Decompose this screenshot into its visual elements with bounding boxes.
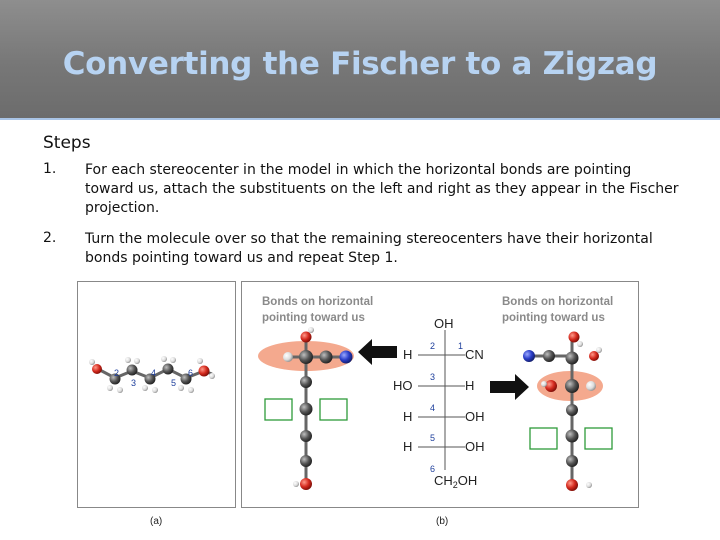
hydrogen-atom (197, 358, 203, 364)
hydrogen-atom (178, 385, 184, 391)
oxygen-atom (300, 331, 312, 343)
fischer-number: 5 (430, 433, 435, 443)
carbon-atom (300, 376, 312, 388)
zigzag-number: 3 (131, 378, 136, 388)
oxygen-atom (568, 331, 580, 343)
fischer-number: 3 (430, 372, 435, 382)
arrow-right-icon (490, 374, 529, 400)
fischer-right: OH (465, 409, 485, 424)
panel-b-label: (b) (436, 516, 448, 527)
empty-substituent-box (584, 427, 613, 450)
zigzag-number: 6 (188, 368, 193, 378)
zigzag-number: 2 (114, 368, 119, 378)
carbon-atom (565, 351, 579, 365)
hydrogen-atom (117, 387, 123, 393)
carbon-atom (543, 350, 555, 362)
fischer-left: HO (393, 378, 413, 393)
hydrogen-atom (577, 341, 583, 347)
carbon-atom (126, 364, 138, 376)
left-vertical-model (258, 327, 354, 490)
hydrogen-atom (134, 358, 140, 364)
hydrogen-atom (283, 352, 293, 362)
hydrogen-atom (89, 359, 95, 365)
fischer-left: H (403, 409, 412, 424)
carbon-atom (319, 350, 333, 364)
empty-substituent-box (264, 398, 293, 421)
carbon-atom (299, 350, 313, 364)
caption-left-line1: Bonds on horizontal (262, 296, 373, 308)
carbon-atom (566, 404, 578, 416)
fischer-number: 2 (430, 341, 435, 351)
title-bar: Converting the Fischer to a Zigzag (0, 0, 720, 120)
carbon-atom (565, 429, 579, 443)
zigzag-molecule: 2 3 4 5 6 (89, 356, 215, 393)
figure-panel-b-frame (241, 281, 639, 508)
carbon-atom (180, 373, 192, 385)
oxygen-atom (545, 380, 557, 392)
hydrogen-atom (541, 381, 547, 387)
arrow-left-icon (358, 339, 397, 365)
hydrogen-atom (107, 385, 113, 391)
fischer-left: H (403, 439, 412, 454)
fischer-right: CN (465, 347, 484, 362)
panel-a-label: (a) (150, 516, 162, 527)
carbon-atom (299, 402, 313, 416)
right-vertical-model (523, 331, 613, 491)
hydrogen-atom (142, 385, 148, 391)
carbon-atom (566, 455, 578, 467)
carbon-atom (565, 379, 579, 393)
hydrogen-atom (586, 381, 596, 391)
fischer-right: OH (465, 439, 485, 454)
steps-heading: Steps (43, 133, 91, 153)
fischer-number: 6 (430, 464, 435, 474)
carbon-atom (109, 373, 121, 385)
caption-left-line2: pointing toward us (262, 312, 365, 324)
hydrogen-atom (596, 347, 602, 353)
carbon-atom (300, 455, 312, 467)
empty-substituent-box (529, 427, 558, 450)
nitrogen-atom (339, 350, 353, 364)
fischer-bottom: CH2OH (434, 473, 477, 490)
nitrogen-atom (523, 350, 535, 362)
fischer-number: 1 (458, 341, 463, 351)
oxygen-atom (198, 365, 210, 377)
fischer-right: H (465, 378, 474, 393)
figure-panel-a-frame (77, 281, 236, 508)
hydrogen-atom (586, 482, 592, 488)
fischer-number: 4 (430, 403, 435, 413)
zigzag-number: 4 (151, 368, 156, 378)
carbon-atom (144, 373, 156, 385)
step-2-number: 2. (43, 230, 57, 246)
oxygen-atom (300, 478, 312, 490)
hydrogen-atom (209, 373, 215, 379)
hydrogen-atom (308, 327, 314, 333)
caption-right-line1: Bonds on horizontal (502, 296, 613, 308)
hydrogen-atom (293, 481, 299, 487)
caption-right-line2: pointing toward us (502, 312, 605, 324)
carbon-atom (162, 363, 174, 375)
slide-title: Converting the Fischer to a Zigzag (62, 46, 658, 82)
carbon-atom (300, 430, 312, 442)
empty-substituent-box (319, 398, 348, 421)
fischer-projection: OH 1 2 H CN 3 HO H 4 H OH 5 H OH 6 CH2OH (393, 316, 485, 490)
hydrogen-atom (161, 356, 167, 362)
fischer-left: H (403, 347, 412, 362)
fischer-top: OH (434, 316, 454, 331)
step-1-number: 1. (43, 161, 57, 177)
oxygen-atom (566, 479, 578, 491)
hydrogen-atom (125, 357, 131, 363)
step-2-text: Turn the molecule over so that the remai… (85, 231, 653, 266)
zigzag-number: 5 (171, 378, 176, 388)
hydrogen-atom (152, 387, 158, 393)
hydrogen-atom (170, 357, 176, 363)
step-1-text: For each stereocenter in the model in wh… (85, 162, 679, 216)
oxygen-atom (589, 351, 599, 361)
oxygen-atom (92, 364, 102, 374)
hydrogen-atom (188, 387, 194, 393)
